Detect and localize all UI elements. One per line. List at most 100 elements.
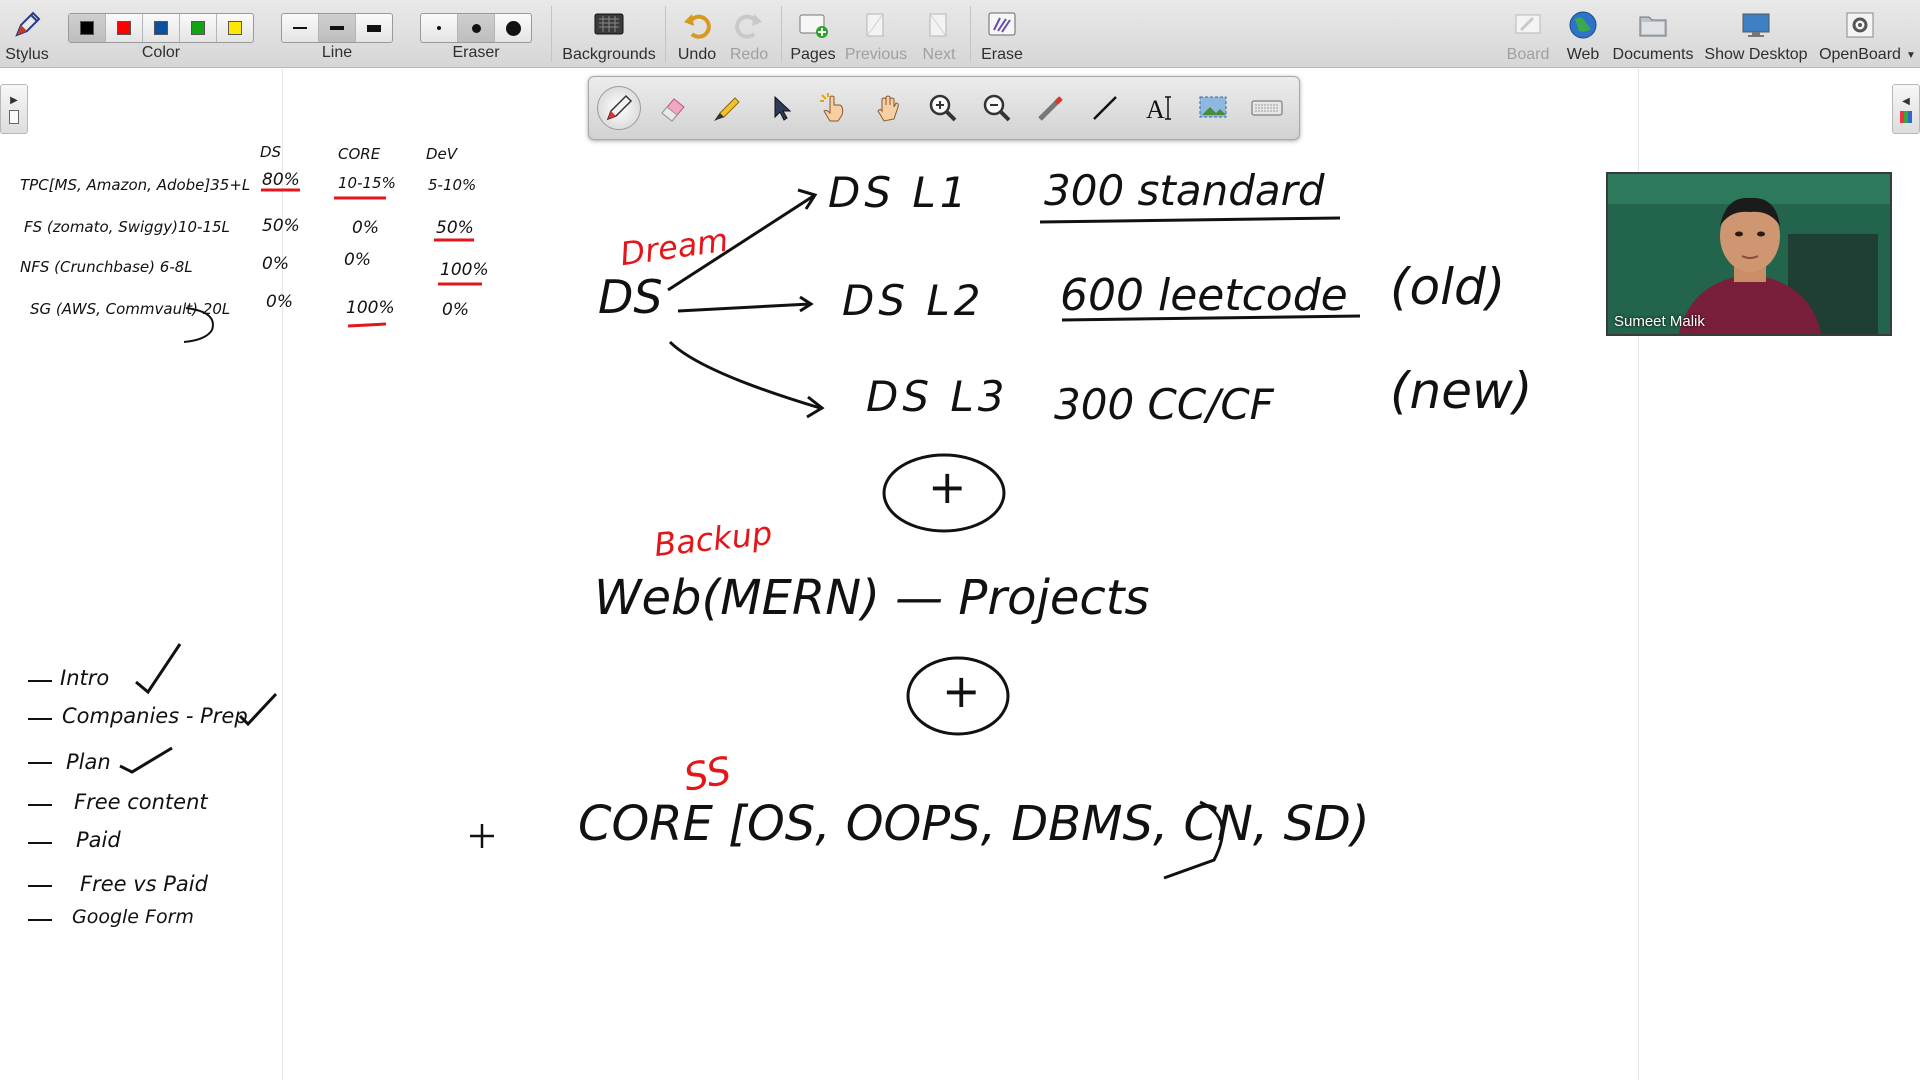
table-header-core: CORE — [338, 145, 381, 163]
undo-icon — [680, 8, 714, 42]
presenter-video — [1608, 174, 1890, 334]
redo-icon — [732, 8, 766, 42]
cell-tpc-dev: 5-10% — [428, 176, 477, 194]
board-left-edge — [282, 69, 283, 1080]
erase-button[interactable]: Erase — [978, 0, 1026, 68]
zoom-in-tool[interactable] — [921, 86, 965, 130]
tag-new: (new) — [1390, 362, 1533, 420]
next-label: Next — [922, 46, 956, 63]
color-black[interactable] — [69, 14, 106, 42]
color-red[interactable] — [106, 14, 143, 42]
line-tool[interactable] — [1083, 86, 1127, 130]
agenda-item: Google Form — [72, 906, 194, 928]
color-yellow[interactable] — [217, 14, 253, 42]
pen-tool[interactable] — [597, 86, 641, 130]
board-right-edge — [1638, 69, 1639, 1080]
toolbar-divider — [781, 6, 782, 62]
zoom-out-tool[interactable] — [975, 86, 1019, 130]
web-button[interactable]: Web — [1562, 0, 1604, 68]
color-swatch — [80, 21, 94, 35]
table-header-ds: DS — [260, 143, 282, 161]
selector-tool[interactable] — [759, 86, 803, 130]
right-palette-toggle[interactable]: ◀ — [1892, 84, 1920, 134]
highlighter-tool[interactable] — [705, 86, 749, 130]
openboard-menu-button[interactable]: OpenBoard — [1818, 0, 1902, 68]
erase-label: Erase — [981, 46, 1023, 63]
eraser-small[interactable] — [421, 14, 458, 42]
eraser-size-selector — [420, 13, 532, 43]
left-palette-toggle[interactable]: ▶ — [0, 84, 28, 134]
show-desktop-label: Show Desktop — [1704, 46, 1808, 63]
svg-text:A: A — [1146, 95, 1165, 124]
whiteboard-canvas[interactable] — [283, 69, 1638, 1080]
interact-icon — [820, 93, 844, 122]
toolbar-divider — [665, 6, 666, 62]
eraser-tool[interactable] — [651, 86, 695, 130]
gear-icon — [1843, 8, 1877, 42]
stylus-palette: A — [588, 76, 1300, 140]
pages-button[interactable]: Pages — [788, 0, 838, 68]
webcam-preview: Sumeet Malik — [1606, 172, 1892, 336]
text-300-cc-cf: 300 CC/CF — [1054, 380, 1274, 429]
web-label: Web — [1566, 46, 1600, 63]
capture-icon — [1199, 96, 1227, 118]
pen-icon — [606, 94, 633, 121]
eraser-large[interactable] — [495, 14, 531, 42]
line-medium-icon — [330, 26, 344, 30]
agenda-item: Free content — [74, 790, 208, 814]
eraser-small-icon — [437, 26, 441, 30]
eraser-large-icon — [505, 20, 521, 36]
text-tool[interactable]: A — [1137, 86, 1181, 130]
plus-sign-2: + — [942, 664, 981, 718]
virtual-keyboard-tool[interactable] — [1245, 86, 1289, 130]
stylus-icon — [10, 8, 44, 42]
show-desktop-button[interactable]: Show Desktop — [1704, 0, 1808, 68]
erase-board-icon — [985, 8, 1019, 42]
undo-label: Undo — [677, 46, 717, 63]
hand-tool[interactable] — [867, 86, 911, 130]
capture-tool[interactable] — [1191, 86, 1235, 130]
laser-pointer-tool[interactable] — [1029, 86, 1073, 130]
line-thin[interactable] — [282, 14, 319, 42]
zoom-in-icon — [929, 94, 957, 122]
undo-button[interactable]: Undo — [674, 0, 720, 68]
agenda-item: Intro — [60, 666, 110, 690]
table-row-tpc: TPC[MS, Amazon, Adobe]35+L — [20, 176, 251, 194]
keyboard-icon — [1251, 100, 1283, 116]
cell-fs-ds: 50% — [262, 216, 300, 236]
toolbar-divider — [970, 6, 971, 62]
hand-icon — [877, 95, 899, 122]
color-blue[interactable] — [143, 14, 180, 42]
color-selector — [68, 13, 254, 43]
next-button[interactable]: Next — [916, 0, 962, 68]
line-medium[interactable] — [319, 14, 356, 42]
openboard-label: OpenBoard — [1819, 46, 1901, 63]
eraser-medium[interactable] — [458, 14, 495, 42]
stylus-button[interactable]: Stylus — [2, 0, 52, 68]
library-icon — [1900, 110, 1912, 123]
chevron-left-icon: ◀ — [1902, 95, 1910, 107]
previous-button[interactable]: Previous — [843, 0, 909, 68]
cell-sg-ds: 0% — [266, 292, 293, 312]
chevron-down-icon[interactable]: ▼ — [1906, 50, 1916, 61]
documents-button[interactable]: Documents — [1612, 0, 1694, 68]
node-ds-l3: DS L3 — [866, 372, 1009, 421]
interact-tool[interactable] — [813, 86, 857, 130]
redo-button[interactable]: Redo — [724, 0, 774, 68]
main-toolbar: Stylus Color Line Eraser Backgrounds Und… — [0, 0, 1920, 68]
line-thick[interactable] — [356, 14, 392, 42]
node-web-mern: Web(MERN) — Projects — [594, 570, 1150, 626]
toolbar-divider — [551, 6, 552, 62]
cell-sg-core: 100% — [346, 298, 395, 318]
color-green[interactable] — [180, 14, 217, 42]
line-thick-icon — [367, 24, 381, 32]
line-thin-icon — [293, 27, 307, 29]
laser-icon — [1038, 96, 1063, 121]
desktop-icon — [1739, 8, 1773, 42]
board-button[interactable]: Board — [1505, 0, 1551, 68]
plus-sign-1: + — [928, 460, 967, 514]
tag-old: (old) — [1390, 258, 1506, 316]
table-row-nfs: NFS (Crunchbase) 6-8L — [20, 258, 193, 276]
backgrounds-button[interactable]: Backgrounds — [560, 0, 658, 68]
label-ss: SS — [680, 748, 735, 800]
